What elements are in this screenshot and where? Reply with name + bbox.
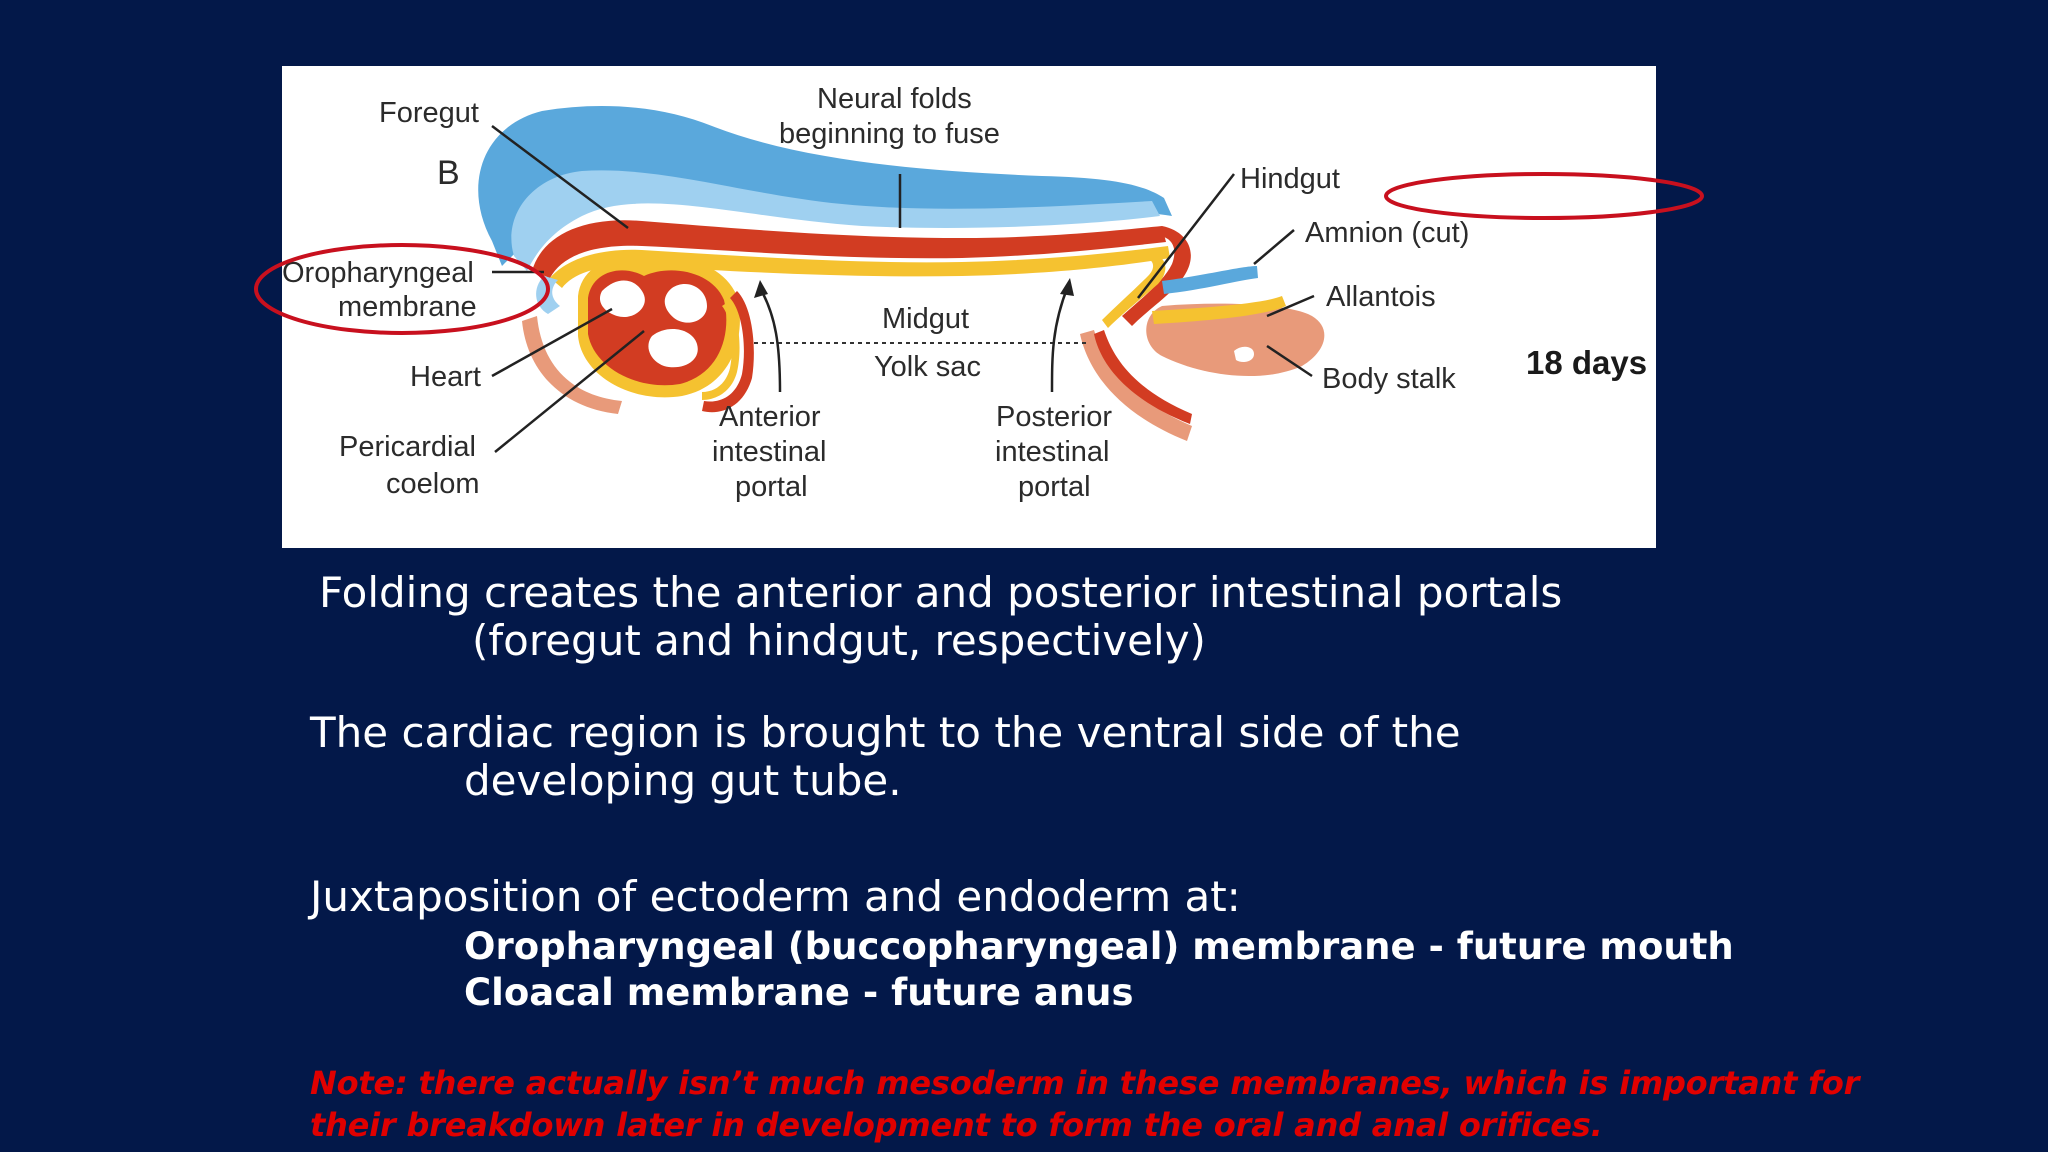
label-posterior-1: Posterior [996, 401, 1112, 433]
label-foregut: Foregut [379, 97, 479, 129]
label-anterior-3: portal [735, 471, 808, 503]
bullet-2-line-1: The cardiac region is brought to the ven… [310, 708, 1461, 757]
label-neural-folds-1: Neural folds [817, 83, 972, 115]
ectoderm-light-layer [511, 170, 1160, 271]
hindgut-mesoderm [1122, 226, 1191, 326]
pericardial-cavity [599, 280, 707, 323]
label-oropharyngeal-1: Oropharyngeal [282, 257, 474, 289]
label-posterior-2: intestinal [995, 436, 1109, 468]
label-pericardial-2: coelom [386, 468, 480, 500]
label-midgut: Midgut [882, 303, 969, 335]
label-oropharyngeal-2: membrane [338, 291, 477, 323]
label-body-stalk: Body stalk [1322, 363, 1456, 395]
anterior-portal-wall [702, 291, 754, 413]
bullet-1-line-2: (foregut and hindgut, respectively) [472, 616, 1206, 665]
label-allantois: Allantois [1326, 281, 1436, 313]
label-age: 18 days [1526, 344, 1647, 381]
diagram-svg: Foregut B Neural folds beginning to fuse… [282, 83, 1647, 503]
oropharyngeal-region [536, 276, 560, 314]
sub-point-cloacal: Cloacal membrane - future anus [464, 971, 1134, 1014]
label-anterior-2: intestinal [712, 436, 826, 468]
label-pericardial-1: Pericardial [339, 431, 476, 463]
embryo-folding-diagram: Foregut B Neural folds beginning to fuse… [282, 66, 1656, 548]
ectoderm-layer [478, 106, 1173, 266]
posterior-portal-wall [1080, 330, 1192, 441]
note-line-2: their breakdown later in development to … [310, 1106, 1603, 1144]
label-heart: Heart [410, 361, 481, 393]
label-anterior-1: Anterior [719, 401, 821, 433]
bullet-2-line-2: developing gut tube. [464, 756, 902, 805]
arrowheads [754, 278, 1074, 298]
bullet-1-line-1: Folding creates the anterior and posteri… [319, 568, 1563, 617]
label-neural-folds-2: beginning to fuse [779, 118, 1000, 150]
umbilical-vessel [1234, 346, 1254, 362]
endoderm-dorsal-band [550, 246, 1170, 288]
label-hindgut: Hindgut [1240, 163, 1340, 195]
bullet-3-line-1: Juxtaposition of ectoderm and endoderm a… [310, 872, 1241, 921]
hindgut-endoderm [1102, 254, 1166, 328]
label-posterior-3: portal [1018, 471, 1091, 503]
leader-lines [491, 125, 1315, 453]
note-line-1: Note: there actually isn’t much mesoderm… [310, 1064, 1860, 1102]
heart-tube [648, 329, 698, 368]
label-amnion: Amnion (cut) [1305, 217, 1469, 249]
body-stalk [1146, 303, 1325, 377]
posterior-portal-inner [1094, 330, 1192, 424]
label-yolk-sac: Yolk sac [874, 351, 981, 383]
amnion-cut [1162, 266, 1258, 294]
anterior-portal-endoderm [702, 302, 740, 400]
allantois [1152, 296, 1286, 324]
sub-point-oropharyngeal: Oropharyngeal (buccopharyngeal) membrane… [464, 925, 1734, 968]
mesoderm-dorsal-band [532, 220, 1166, 278]
label-panel-letter: B [437, 154, 460, 192]
